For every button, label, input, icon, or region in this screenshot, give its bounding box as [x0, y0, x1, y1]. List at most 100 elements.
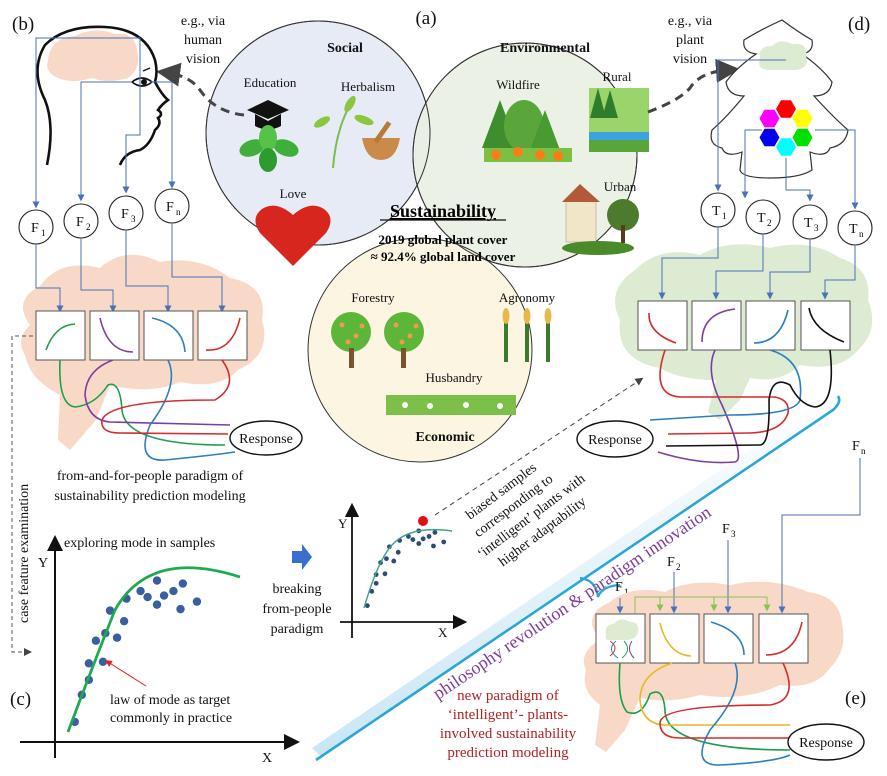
- venn-item-agronomy: Agronomy: [499, 290, 556, 305]
- svg-text:F: F: [615, 580, 623, 595]
- response-node-e: Response: [787, 723, 865, 761]
- tangled-paths-e: [618, 662, 791, 766]
- svg-text:F: F: [31, 221, 39, 236]
- tangled-paths-d: [649, 349, 833, 464]
- transition-block: breaking from-people paradigm: [262, 544, 332, 637]
- mini-tree-tangle-icon: [605, 619, 639, 659]
- svg-text:T: T: [757, 211, 766, 226]
- function-boxes-e: [595, 613, 809, 664]
- case-feature-label: case feature examination: [17, 484, 32, 623]
- trait-t2: T 2: [745, 199, 781, 235]
- c-title: exploring mode in samples: [64, 536, 215, 551]
- feature-f3: F 3: [108, 195, 144, 231]
- panel-b-caption-line2: sustainability prediction modeling: [54, 489, 245, 504]
- svg-text:n: n: [861, 446, 866, 456]
- panel-label-c: (c): [10, 689, 31, 710]
- fruit-trees-icon: [331, 312, 424, 368]
- svg-text:F: F: [121, 207, 129, 222]
- biased-sample-point: [373, 580, 379, 586]
- panel-e-caption-line3: involved sustainability: [440, 726, 577, 742]
- urban-house-tree-icon: [562, 184, 639, 255]
- c-annotation-line1: law of mode as target: [110, 693, 230, 708]
- plant-vision-line3: vision: [673, 52, 707, 67]
- venn-item-husbandry: Husbandry: [425, 370, 483, 385]
- response-node-d: Response: [576, 420, 654, 458]
- panel-label-e: (e): [845, 688, 866, 709]
- biased-sample-point: [441, 539, 447, 545]
- biased-sample-point: [432, 530, 438, 535]
- biased-caption: biased samples corresponding to ‘intelli…: [463, 460, 589, 569]
- graduation-cap-icon: [247, 100, 289, 130]
- curve-e3: [710, 621, 745, 656]
- c-sample-point: [169, 586, 178, 596]
- c-fit-line: [66, 566, 241, 733]
- corn-plants-icon: [502, 308, 552, 362]
- svg-text:F: F: [852, 439, 860, 454]
- plant-cover-line1: 2019 global plant cover: [379, 232, 508, 247]
- c-sample-point: [112, 633, 122, 642]
- svg-text:3: 3: [131, 214, 136, 224]
- svg-text:T: T: [849, 222, 858, 237]
- venn-item-herbalism: Herbalism: [341, 79, 395, 94]
- c-sample-point: [159, 591, 169, 600]
- mint-leaves-icon: [239, 125, 299, 172]
- c-sample-point: [143, 592, 152, 602]
- c-sample-point: [84, 659, 94, 668]
- svg-text:F: F: [722, 522, 730, 537]
- curve-e4: [765, 621, 803, 656]
- svg-text:1: 1: [722, 211, 727, 221]
- biased-sample-point: [395, 549, 401, 555]
- svg-text:1: 1: [624, 587, 629, 597]
- hexagon-photoreceptor: [759, 128, 780, 147]
- curve-f2: [99, 317, 134, 353]
- curve-t2: [701, 308, 736, 343]
- biased-sample-point: [382, 571, 388, 577]
- biased-x-label: X: [438, 625, 448, 640]
- svg-text:2: 2: [767, 218, 772, 228]
- hexagon-photoreceptor: [776, 100, 796, 118]
- c-sample-point: [105, 606, 115, 615]
- panel-e-caption-line4: prediction modeling: [447, 745, 569, 761]
- venn-item-education: Education: [244, 75, 297, 90]
- biased-sample-point: [384, 556, 389, 562]
- tree-canopy-d: [615, 244, 873, 420]
- svg-text:3: 3: [731, 529, 736, 539]
- panel-label-a: (a): [415, 8, 436, 29]
- feature-f2: F 2: [63, 203, 99, 239]
- venn-environmental-title: Environmental: [500, 41, 590, 56]
- response-node-b: Response: [229, 420, 303, 456]
- panel-c-chart: Y X exploring mode in samples (c) law of…: [10, 535, 300, 766]
- trait-tn: T n: [837, 210, 873, 246]
- biased-y-label: Y: [338, 516, 348, 531]
- c-sample-point: [98, 657, 108, 666]
- plant-cover-line2: ≈ 92.4% global land cover: [371, 249, 516, 264]
- panel-b: (b) e.g., via human vision F 1: [12, 14, 303, 504]
- svg-text:T: T: [712, 204, 721, 219]
- curve-e2: [659, 622, 692, 657]
- panel-e-caption-line1: new paradigm of: [457, 688, 559, 704]
- rural-landscape-icon: [589, 88, 649, 152]
- mortar-pestle-icon: [362, 121, 400, 160]
- venn-item-forestry: Forestry: [351, 290, 395, 305]
- c-sample-point: [178, 579, 188, 588]
- panel-d: (d) e.g., via plant vision T 1 T 2 T 3: [576, 14, 873, 464]
- panel-label-b: (b): [12, 14, 34, 35]
- curve-t1: [648, 312, 677, 344]
- plant-vision-line1: e.g., via: [668, 14, 713, 29]
- svg-text:n: n: [859, 229, 864, 239]
- curve-f1: [45, 323, 76, 351]
- hexagon-photoreceptor: [792, 128, 813, 147]
- biased-points: [364, 528, 447, 609]
- c-sample-point: [152, 576, 162, 585]
- tree-crown-cloud: [759, 41, 807, 70]
- biased-sample-point: [406, 534, 411, 539]
- svg-text:3: 3: [814, 223, 819, 233]
- hexagon-photoreceptor: [776, 138, 796, 156]
- venn-item-urban: Urban: [604, 179, 637, 194]
- human-vision-line3: vision: [186, 52, 220, 67]
- c-sample-point: [176, 604, 185, 614]
- trait-t3: T 3: [792, 204, 828, 240]
